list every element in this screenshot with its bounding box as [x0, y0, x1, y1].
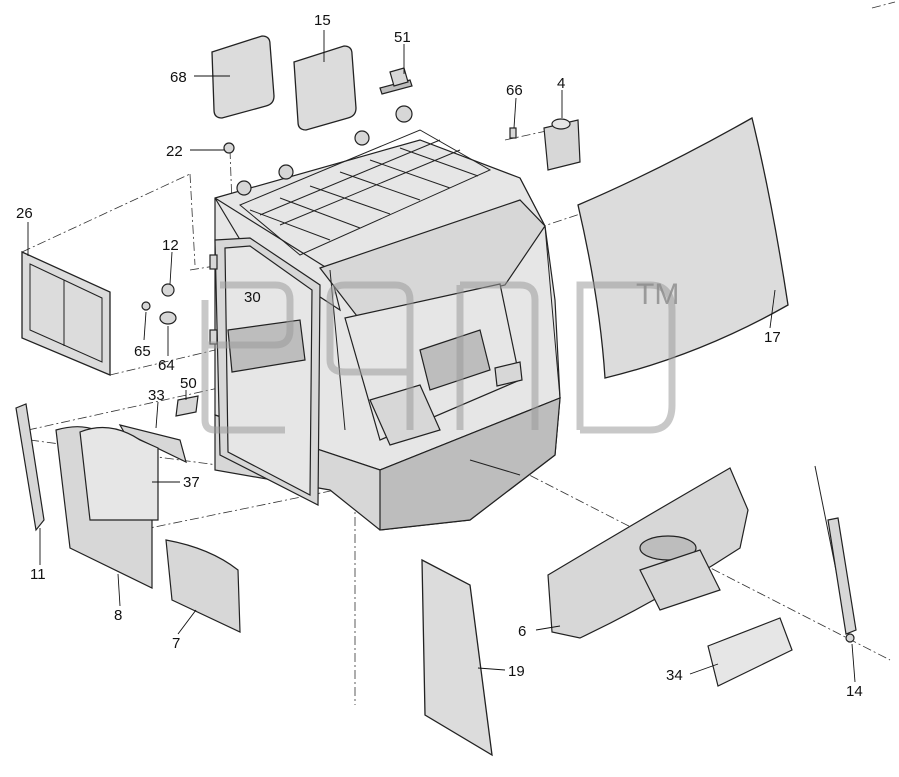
callout-17: 17 — [764, 329, 781, 346]
callout-51: 51 — [394, 29, 411, 46]
callout-11: 11 — [30, 566, 46, 583]
callout-19: 19 — [508, 663, 525, 680]
watermark: TM — [201, 278, 679, 434]
roof-rack — [236, 105, 492, 256]
callout-22: 22 — [166, 143, 183, 160]
side-window — [21, 250, 111, 376]
callout-30: 30 — [244, 289, 261, 306]
callout-8: 8 — [114, 607, 122, 624]
side-panels — [15, 403, 241, 633]
callout-37: 37 — [183, 474, 200, 491]
callouts: 15 51 68 66 4 22 26 12 30 17 65 64 33 50… — [16, 12, 863, 700]
callout-64: 64 — [158, 357, 175, 374]
callout-65: 65 — [134, 343, 151, 360]
callout-66: 66 — [506, 82, 523, 99]
callout-50: 50 — [180, 375, 197, 392]
callout-12: 12 — [162, 237, 179, 254]
callout-33: 33 — [148, 387, 165, 404]
callout-15: 15 — [314, 12, 331, 29]
small-parts — [118, 67, 581, 464]
callout-26: 26 — [16, 205, 33, 222]
callout-6: 6 — [518, 623, 526, 640]
callout-7: 7 — [172, 635, 180, 652]
callout-4: 4 — [557, 75, 565, 92]
front-glass — [577, 117, 789, 379]
rear-glass — [421, 558, 493, 757]
callout-34: 34 — [666, 667, 683, 684]
callout-14: 14 — [846, 683, 863, 700]
front-parts — [547, 465, 857, 687]
leader-lines — [27, 30, 856, 683]
callout-68: 68 — [170, 69, 187, 86]
roof-windows — [211, 35, 357, 131]
watermark-tm: TM — [636, 278, 679, 311]
